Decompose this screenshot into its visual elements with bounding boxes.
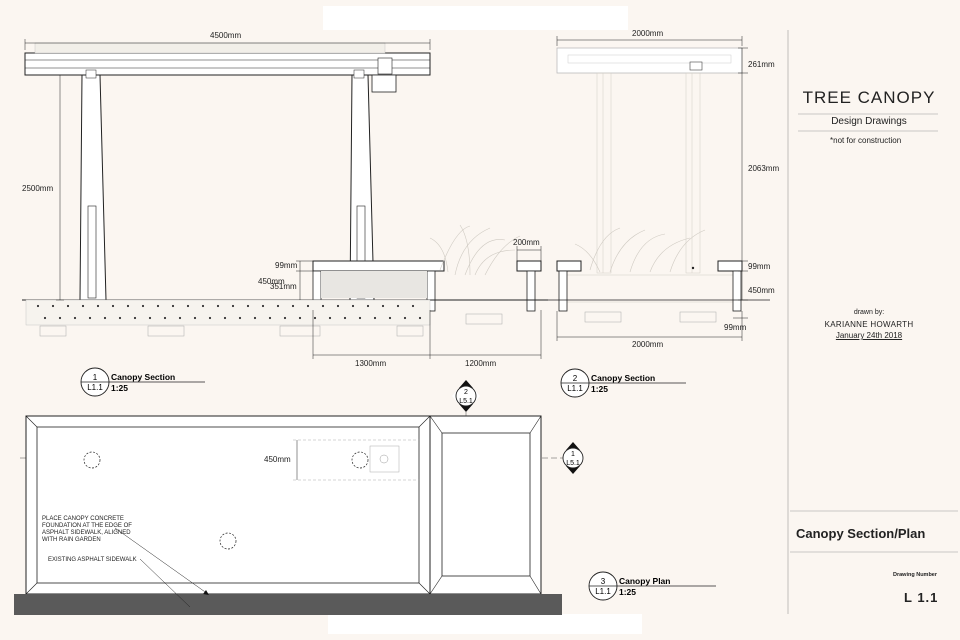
callout-plan-3: 3 L1.1 Canopy Plan 1:25 (588, 571, 716, 601)
dim-1300: 1300mm (355, 359, 386, 368)
footing-1 (83, 451, 101, 469)
dim-450-right: 450mm (748, 286, 775, 295)
dim-4500: 4500mm (210, 31, 241, 40)
footing-3 (219, 532, 237, 550)
side-grasses (574, 227, 706, 273)
svg-text:Canopy Section: Canopy Section (591, 373, 655, 383)
drawn-by-label: drawn by: (853, 309, 885, 316)
foundation-note-line4: WITH RAIN GARDEN (42, 537, 101, 543)
svg-text:2: 2 (573, 374, 578, 383)
canopy-plan: 450mm PLACE CANOPY CONCRETE FOUNDATION A… (14, 415, 562, 615)
side-bench-right (717, 260, 743, 272)
section1-dimension-lines (24, 39, 542, 359)
dim-450-left: 450mm (258, 277, 285, 286)
svg-text:1: 1 (93, 373, 98, 382)
svg-text:2: 2 (464, 389, 468, 396)
dim-261: 261mm (748, 60, 775, 69)
foundation-note-line1: PLACE CANOPY CONCRETE (42, 516, 124, 522)
foundation-note-line3: ASPHALT SIDEWALK, ALIGNED (42, 530, 131, 536)
section-marker-2: 2 L5.1 (452, 380, 480, 612)
dim-2000-bottom: 2000mm (632, 340, 663, 349)
canopy-roof-outline (25, 415, 431, 595)
bench-top (312, 260, 445, 272)
rain-garden-grasses (429, 224, 521, 276)
construction-disclaimer: *not for construction (830, 136, 902, 145)
svg-text:3: 3 (601, 577, 606, 586)
rain-garden-outline (429, 415, 542, 595)
header-blank-strip (323, 6, 628, 30)
drawing-number: L 1.1 (904, 590, 939, 605)
footer-blank-strip (328, 614, 642, 634)
drawing-title: TREE CANOPY (802, 88, 936, 107)
svg-text:1: 1 (571, 451, 575, 458)
author-name: KARIANNE HOWARTH (824, 320, 914, 329)
svg-text:1:25: 1:25 (591, 384, 608, 394)
dim-200: 200mm (513, 238, 540, 247)
section2-dimension-lines (556, 36, 748, 341)
dim-99-left: 99mm (275, 261, 298, 270)
dim-2000-top: 2000mm (632, 29, 663, 38)
dim-99-right: 99mm (748, 262, 771, 271)
soil-hatches (39, 313, 503, 337)
roof-slab-side (556, 47, 743, 74)
drawing-date: January 24th 2018 (835, 331, 903, 340)
sidewalk-note: EXISTING ASPHALT SIDEWALK (48, 557, 137, 563)
dim-1200: 1200mm (465, 359, 496, 368)
gravel-dots (36, 304, 422, 320)
svg-text:L5.1: L5.1 (566, 460, 580, 467)
dim-2063: 2063mm (748, 164, 779, 173)
svg-text:1:25: 1:25 (111, 383, 128, 393)
canopy-section-2: 2000mm 261mm 2063mm 99mm 450mm 99mm 2000… (548, 29, 779, 349)
footing-2 (351, 451, 369, 469)
callout-section-1: 1 L1.1 Canopy Section 1:25 (80, 367, 205, 397)
side-bench-left (556, 260, 582, 272)
callout-section-2: 2 L1.1 Canopy Section 1:25 (560, 368, 686, 398)
asphalt-sidewalk (14, 594, 562, 615)
svg-text:Canopy Section: Canopy Section (111, 372, 175, 382)
drawing-number-label: Drawing Number (893, 572, 938, 578)
svg-text:Canopy Plan: Canopy Plan (619, 576, 670, 586)
dim-99-lower: 99mm (724, 323, 747, 332)
svg-text:L1.1: L1.1 (87, 383, 103, 392)
leader-lines (114, 527, 209, 608)
dim-450-plan: 450mm (264, 455, 291, 464)
roof-planting (34, 42, 386, 54)
dim-351: 351mm (270, 282, 297, 291)
foundation-strip (25, 299, 431, 326)
gutter-box (371, 74, 397, 93)
svg-text:L1.1: L1.1 (567, 384, 583, 393)
drawing-subtitle: Design Drawings (831, 116, 907, 127)
svg-text:L5.1: L5.1 (459, 398, 473, 405)
canopy-section-1: 4500mm 2500mm 450mm 99mm 351mm 1300mm 12… (22, 31, 548, 368)
foundation-note-line2: FOUNDATION AT THE EDGE OF (42, 523, 132, 529)
dim-2500: 2500mm (22, 184, 53, 193)
svg-text:1:25: 1:25 (619, 587, 636, 597)
svg-text:L1.1: L1.1 (595, 587, 611, 596)
sheet-title: Canopy Section/Plan (796, 526, 926, 541)
